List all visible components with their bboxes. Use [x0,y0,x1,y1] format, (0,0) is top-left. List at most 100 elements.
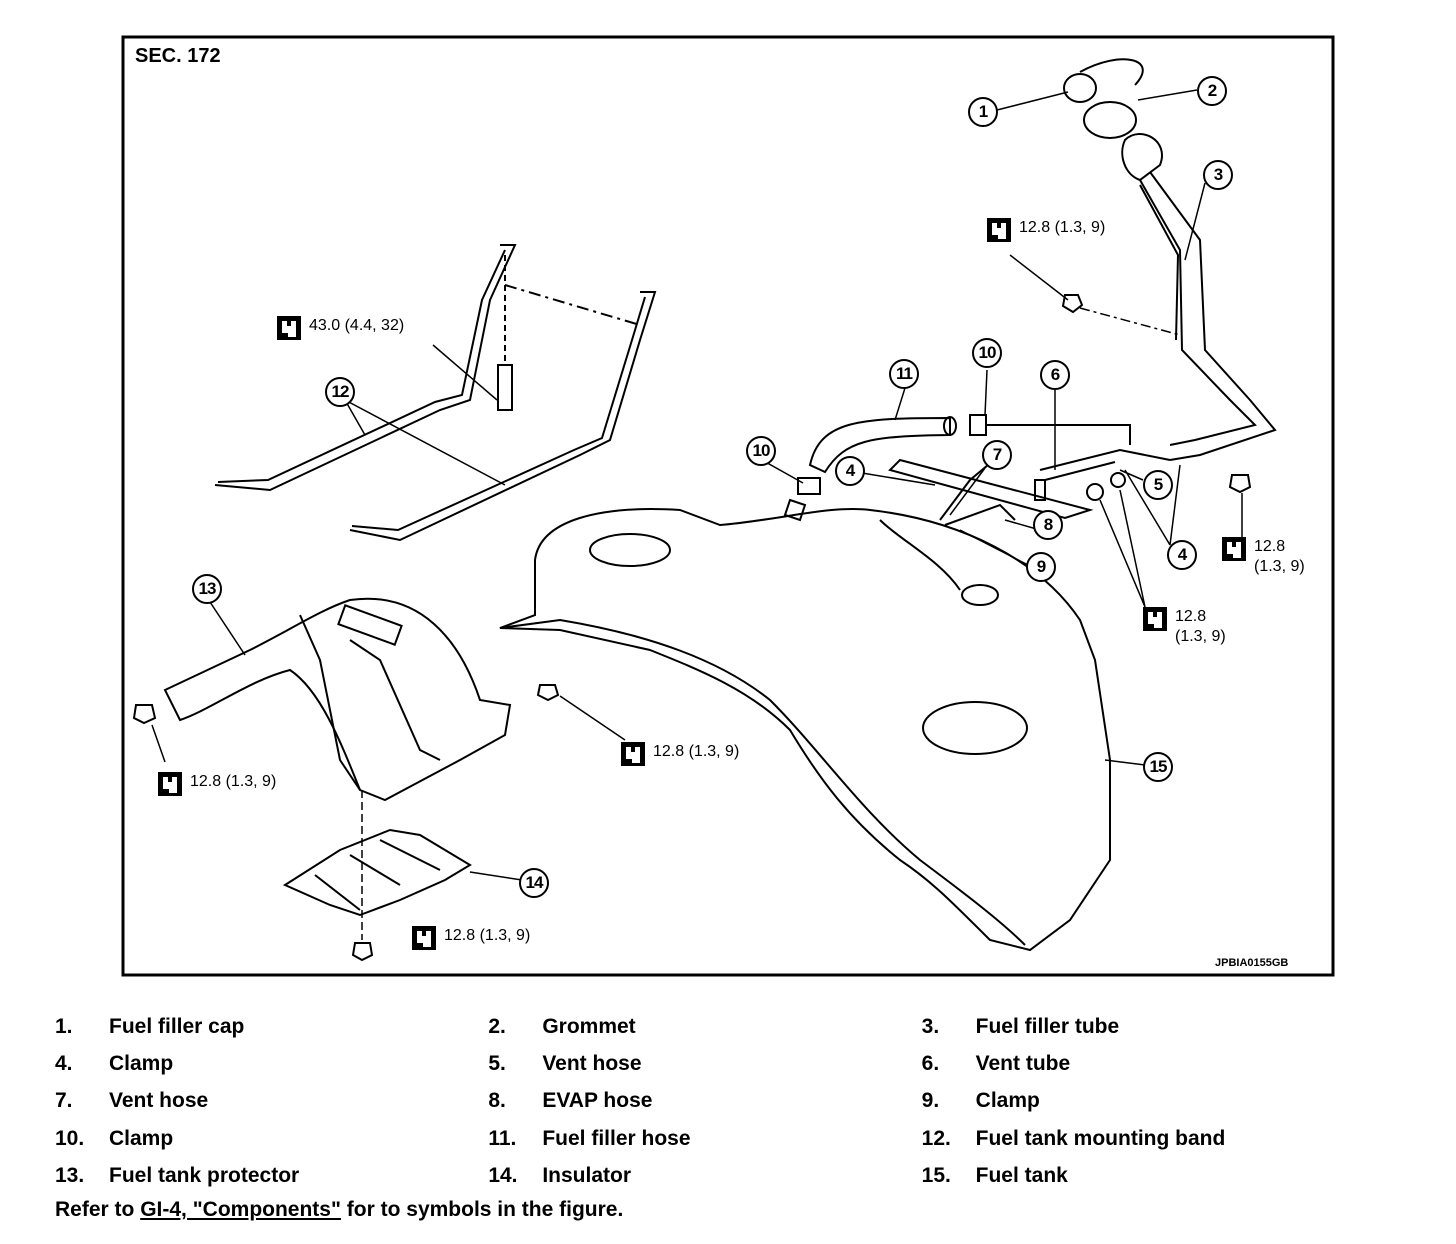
callout-10: 10 [972,338,1002,368]
torque-wrench-icon [621,742,645,766]
fuel-filler-hose [783,414,1131,522]
legend-row: 10.Clamp 11. Fuel filler hose 12.Fuel tan… [55,1120,1355,1157]
legend-label: Fuel filler tube [975,1014,1120,1038]
legend-label: Fuel tank [975,1164,1068,1188]
legend-number: 9. [921,1089,940,1113]
legend-label: Fuel tank protector [109,1164,300,1188]
legend-label: Fuel filler hose [542,1126,691,1150]
legend-row: 7. Vent hose 8. EVAP hose 9. Clamp [55,1083,1355,1120]
callout-9: 9 [1026,552,1056,582]
legend-number: 13. [55,1164,85,1188]
legend-item: 8. EVAP hose [488,1089,921,1113]
callout-13: 13 [192,574,222,604]
legend-item: 5.Vent hose [488,1052,921,1076]
legend-item: 12.Fuel tank mounting band [922,1127,1355,1151]
torque-spec: 43.0 (4.4, 32) [277,316,404,340]
legend-number: 12. [921,1126,951,1150]
legend-number: 15. [921,1164,951,1188]
legend-item: 7. Vent hose [55,1089,488,1113]
legend-item: 4. Clamp [55,1052,488,1076]
torque-spec: 12.8 (1.3, 9) [412,926,530,950]
legend-row: 13. Fuel tank protector 14. Insulator 15. F… [55,1158,1355,1195]
legend-label: Fuel filler cap [109,1014,245,1038]
callout-15: 15 [1143,752,1173,782]
filler-neck-assembly [1063,58,1277,461]
callout-7: 7 [982,440,1012,470]
callout-4: 4 [835,456,865,486]
callout-2: 2 [1197,76,1227,106]
callout-8: 8 [1033,510,1063,540]
torque-wrench-icon [277,316,301,340]
legend-number: 7. [55,1089,73,1113]
legend-item: 15. Fuel tank [922,1164,1355,1188]
torque-value: 12.8 (1.3, 9) [444,927,531,944]
legend-label: Clamp [109,1052,174,1076]
legend-number: 8. [488,1089,506,1113]
callout-6: 6 [1040,360,1070,390]
legend-item: 1. Fuel filler cap [55,1015,488,1039]
torque-wrench-icon [987,218,1011,242]
legend-item: 6.Vent tube [922,1052,1355,1076]
torque-value: 12.8 (1.3, 9) [1254,537,1305,577]
torque-value: 12.8 (1.3, 9) [1019,219,1106,236]
torque-wrench-icon [158,772,182,796]
components-link[interactable]: GI-4, "Components" [140,1198,341,1221]
fuel-tank [499,508,1111,952]
legend-number: 1. [55,1014,73,1038]
legend-label: Vent tube [975,1052,1071,1076]
legend-item: 2.Grommet [488,1015,921,1039]
callout-5: 5 [1143,470,1173,500]
torque-value: 12.8 (1.3, 9) [190,773,277,790]
note-prefix: Refer to [55,1198,141,1221]
legend-label: Clamp [975,1089,1040,1113]
callout-10: 10 [746,436,776,466]
callout-4: 4 [1167,540,1197,570]
callout-12: 12 [325,377,355,407]
torque-spec: 12.8 (1.3, 9) [1143,607,1226,647]
figure-code: JPBIA0155GB [1215,957,1289,969]
legend-item: 14. Insulator [488,1164,921,1188]
torque-wrench-icon [1222,537,1246,561]
fuel-tank-protector [163,597,512,802]
insulator [282,828,472,917]
torque-value: 43.0 (4.4, 32) [309,317,405,334]
fasteners [132,294,1252,962]
legend-number: 4. [55,1052,73,1076]
legend-item: 13. Fuel tank protector [55,1164,488,1188]
reference-note: Refer to GI-4, "Components" for to symbo… [55,1198,623,1222]
legend-label: Vent hose [109,1089,209,1113]
torque-spec: 12.8 (1.3, 9) [158,772,276,796]
legend-row: 1. Fuel filler cap 2.Grommet 3. Fuel fille… [55,1008,1355,1045]
torque-value-line: 12.8 [1175,608,1207,625]
torque-spec: 12.8 (1.3, 9) [621,742,739,766]
callout-14: 14 [519,868,549,898]
torque-wrench-icon [1143,607,1167,631]
legend-number: 3. [921,1014,940,1038]
legend-item: 10.Clamp [55,1127,488,1151]
note-suffix: for to symbols in the figure. [340,1198,624,1221]
legend-number: 5. [488,1052,506,1076]
legend-item: 3. Fuel filler tube [922,1015,1355,1039]
legend-number: 11. [488,1126,517,1150]
torque-value-line: (1.3, 9) [1175,628,1226,645]
torque-spec: 12.8 (1.3, 9) [987,218,1105,242]
callout-1: 1 [968,97,998,127]
legend-label: Insulator [542,1164,632,1188]
torque-spec: 12.8 (1.3, 9) [1222,537,1305,577]
torque-value: 12.8 (1.3, 9) [1175,607,1226,647]
legend-label: EVAP hose [542,1089,653,1113]
legend-item: 11. Fuel filler hose [488,1127,921,1151]
callout-11: 11 [889,359,919,389]
torque-value: 12.8 (1.3, 9) [653,743,740,760]
parts-legend: 1. Fuel filler cap 2.Grommet 3. Fuel fille… [55,1008,1355,1195]
vent-assembly [888,448,1171,526]
legend-label: Grommet [542,1014,636,1038]
leader-lines [151,89,1243,940]
legend-item: 9. Clamp [922,1089,1355,1113]
legend-row: 4. Clamp 5.Vent hose 6.Vent tube [55,1045,1355,1082]
torque-wrench-icon [412,926,436,950]
legend-label: Clamp [109,1126,174,1150]
legend-number: 14. [488,1164,518,1188]
callout-3: 3 [1203,160,1233,190]
